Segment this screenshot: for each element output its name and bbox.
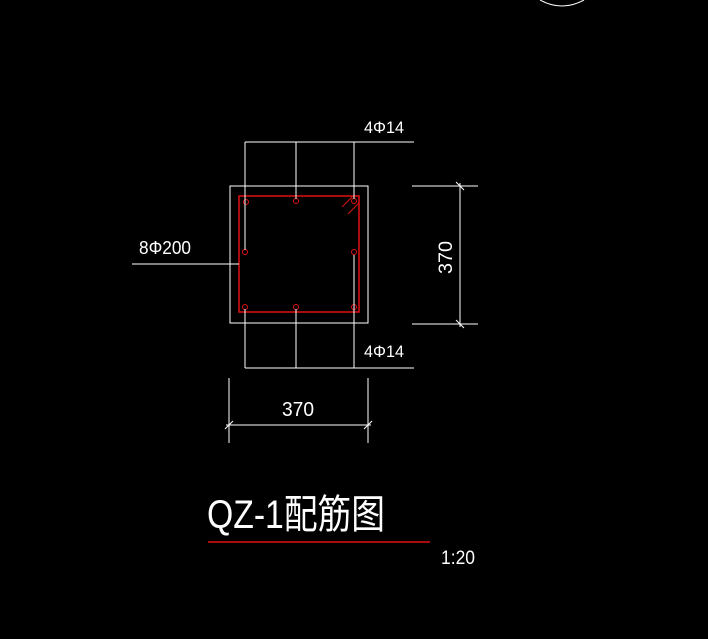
- partial-circle-arc: [539, 0, 585, 7]
- stirrup-hook-1: [341, 196, 353, 208]
- bottom-leader: [244, 255, 414, 369]
- rebar-mid-right[interactable]: [351, 249, 357, 255]
- drawing-title[interactable]: QZ-1配筋图: [207, 493, 385, 537]
- stirrup-hoop[interactable]: [238, 195, 360, 313]
- column-outline[interactable]: [229, 185, 369, 324]
- width-dimension-label[interactable]: 370: [282, 399, 314, 421]
- height-dimension-label[interactable]: 370: [436, 241, 457, 274]
- top-leader: [244, 141, 414, 250]
- rebar-group: [242, 198, 357, 310]
- rebar-bottom-left[interactable]: [242, 304, 248, 310]
- rebar-top-left[interactable]: [243, 199, 249, 205]
- bottom-bars-label[interactable]: 4Φ14: [364, 342, 404, 361]
- height-dimension: [412, 181, 478, 329]
- top-bars-label[interactable]: 4Φ14: [364, 118, 404, 137]
- rebar-bottom-mid[interactable]: [293, 304, 299, 310]
- stirrup-label[interactable]: 8Φ200: [139, 238, 191, 258]
- rebar-top-right[interactable]: [351, 198, 357, 204]
- rebar-mid-left[interactable]: [242, 249, 248, 255]
- stirrup-hook-2: [347, 202, 360, 215]
- rebar-top-mid[interactable]: [293, 198, 299, 204]
- width-dimension: [224, 378, 373, 443]
- scale-label[interactable]: 1:20: [441, 548, 475, 569]
